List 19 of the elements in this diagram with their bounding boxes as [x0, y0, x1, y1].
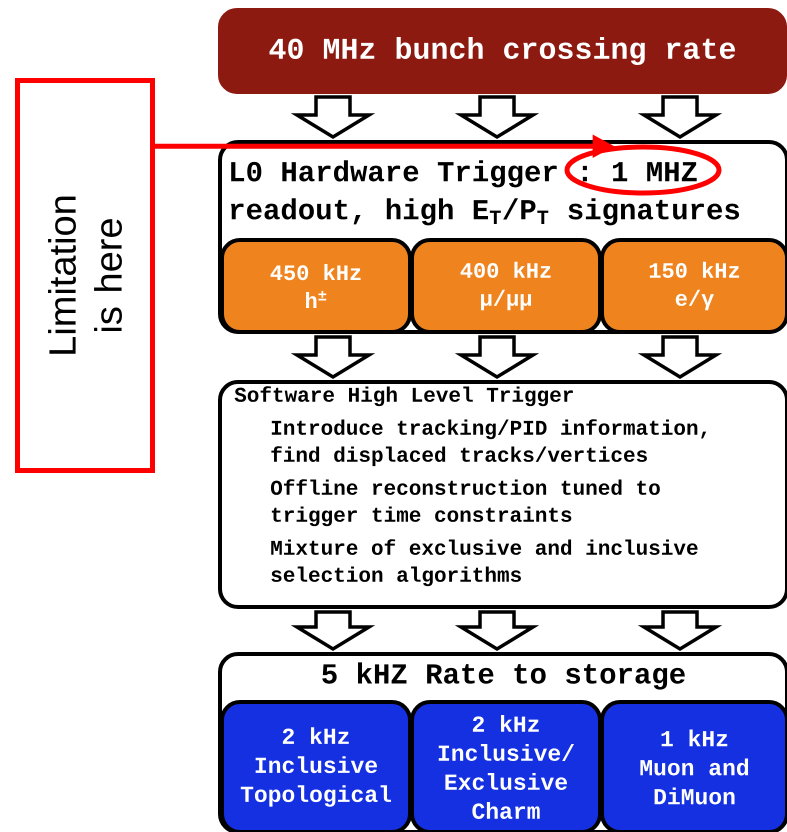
callout-box: Limitation is here	[15, 78, 155, 473]
hollow-arrow	[290, 610, 376, 652]
stream-box: 2 kHz Inclusive Topological	[220, 700, 412, 832]
stream-box: 1 kHz Muon and DiMuon	[600, 700, 787, 832]
trigger-channel-box: 400 kHz μ/μμ	[410, 238, 602, 334]
trigger-channel-box: 150 kHz e/γ	[600, 238, 787, 334]
trigger-box: Software High Level Trigger Introduce tracking/PID information, find displaced tracks/vertices Offline reconstruction tuned to trigger time constraints Mixture of exclusive and inclusive selection algorithms	[218, 380, 787, 609]
highlight-ellipse	[564, 144, 722, 196]
hollow-arrow	[454, 335, 540, 380]
hollow-arrow	[290, 95, 376, 140]
hollow-arrow	[638, 610, 722, 652]
stream-box: 2 kHz Inclusive/ Exclusive Charm	[410, 700, 602, 832]
trigger-channel-box: 450 kHz h$^{±}$	[220, 238, 412, 334]
hollow-arrow	[454, 95, 540, 140]
hollow-arrow	[290, 335, 376, 380]
rate-box: 40 MHz bunch crossing rate	[218, 8, 787, 94]
hollow-arrow	[454, 610, 540, 652]
hollow-arrow	[638, 335, 722, 380]
hollow-arrow	[638, 95, 722, 140]
